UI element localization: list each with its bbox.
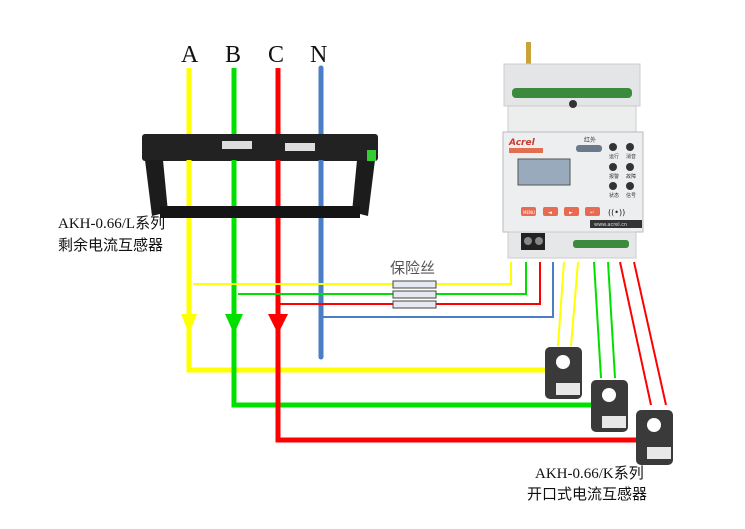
phase-label-b: B xyxy=(225,42,241,68)
arrow-b xyxy=(225,314,243,334)
split-ct-a xyxy=(545,347,582,399)
antenna-icon xyxy=(526,42,531,70)
phase-label-c: C xyxy=(268,42,284,68)
right-button[interactable]: ► xyxy=(564,207,579,216)
sample-line-c xyxy=(280,262,541,305)
sample-line-n xyxy=(322,262,554,318)
nfc-icon: ((•)) xyxy=(608,208,625,217)
monitoring-device: Acrel 红外 运行 消音 报警 故障 状态 信号 MENU ◄ ► ↵ ((… xyxy=(502,42,644,259)
arrow-a xyxy=(181,314,197,334)
split-ct-name: 开口式电流互感器 xyxy=(527,486,647,503)
line-a xyxy=(186,68,548,373)
residual-current-transformer xyxy=(142,134,378,218)
phase-label-a: A xyxy=(181,42,199,68)
enter-button[interactable]: ↵ xyxy=(585,207,600,216)
ct-wires xyxy=(557,261,667,406)
split-ct-model: AKH-0.66/K系列 xyxy=(535,465,644,482)
svg-text:►: ► xyxy=(569,210,573,216)
phase-label-n: N xyxy=(310,42,327,68)
split-ct-b xyxy=(591,380,628,432)
indicator-status: 状态 xyxy=(609,192,619,199)
sample-line-b xyxy=(238,262,527,295)
fuse-a xyxy=(392,280,437,289)
svg-text:↵: ↵ xyxy=(590,210,594,216)
left-button[interactable]: ◄ xyxy=(543,207,558,216)
arrow-c xyxy=(268,314,288,334)
fuse-label: 保险丝 xyxy=(390,259,435,277)
menu-button[interactable]: MENU xyxy=(521,207,536,216)
indicator-alarm: 报警 xyxy=(609,173,619,180)
split-ct-c xyxy=(636,410,673,465)
fuse-b xyxy=(392,290,437,299)
fuse-c xyxy=(392,300,437,309)
brand-logo: Acrel xyxy=(508,138,536,148)
svg-text:◄: ◄ xyxy=(548,210,552,216)
sample-line-a xyxy=(193,262,512,285)
device-website: www.acrel.cn xyxy=(594,222,627,228)
indicator-fault: 故障 xyxy=(626,173,636,180)
indicator-mute: 消音 xyxy=(626,153,636,160)
indicator-run: 运行 xyxy=(609,153,619,160)
svg-text:MENU: MENU xyxy=(523,210,535,215)
residual-ct-model: AKH-0.66/L系列 xyxy=(58,215,165,232)
residual-ct-name: 剩余电流互感器 xyxy=(58,236,163,254)
indicator-signal: 信号 xyxy=(626,192,636,199)
ir-label: 红外 xyxy=(584,136,596,144)
lcd-screen xyxy=(517,158,571,186)
